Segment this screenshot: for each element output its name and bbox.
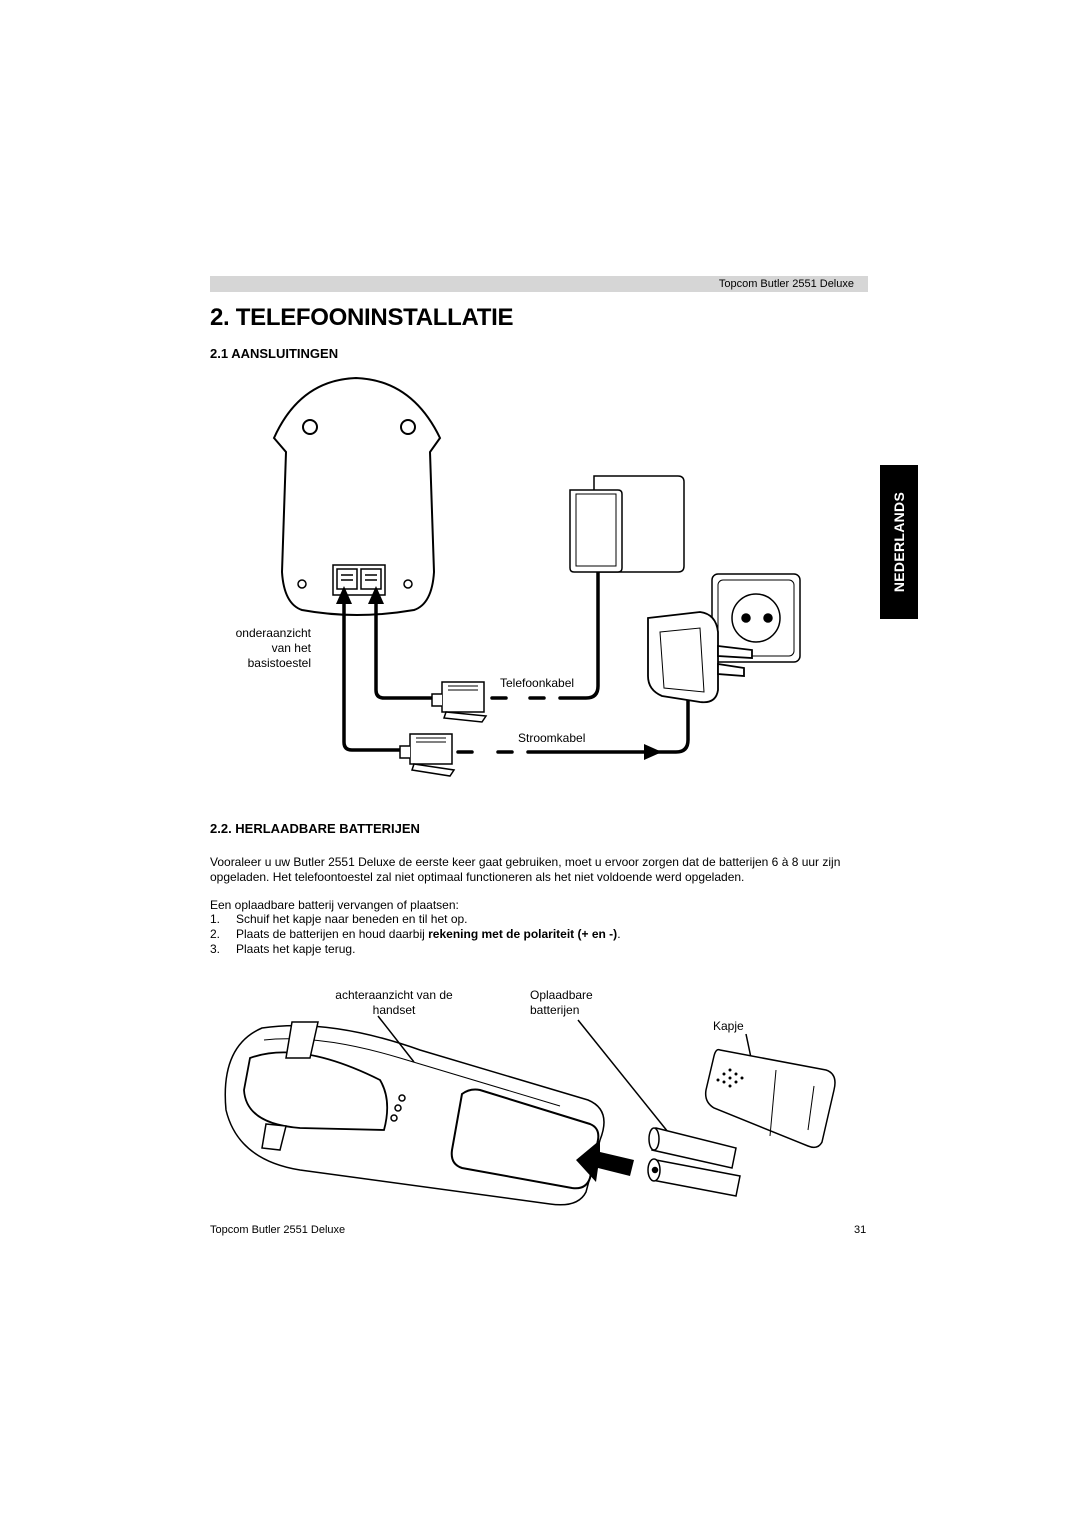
battery-cells	[647, 1127, 741, 1197]
label-bottom-view-line-2: van het	[271, 641, 311, 655]
connection-diagram	[272, 376, 801, 777]
section-heading-batteries: 2.2. HERLAADBARE BATTERIJEN	[210, 821, 420, 836]
steps-list: 1. Schuif het kapje naar beneden en til h…	[210, 912, 621, 957]
step-text: Plaats de batterijen en houd daarbij	[236, 927, 429, 941]
label-cover: Kapje	[713, 1019, 744, 1033]
phone-cable-to-adapter	[558, 568, 600, 700]
contact	[394, 1104, 402, 1112]
label-back-view: achteraanzicht van de handset	[330, 988, 458, 1018]
section-heading-connections: 2.1 AANSLUITINGEN	[210, 346, 339, 361]
base-station-outline	[272, 376, 442, 616]
label-batteries: Oplaadbare batterijen	[530, 988, 593, 1018]
handset-illustration	[224, 1015, 836, 1206]
battery-compartment	[450, 1088, 600, 1190]
label-batteries-line-1: Oplaadbare	[530, 988, 593, 1002]
list-item: 1. Schuif het kapje naar beneden en til h…	[210, 912, 621, 927]
language-tab: NEDERLANDS	[880, 465, 918, 619]
power-adapter	[647, 611, 753, 704]
page-number: 31	[854, 1224, 867, 1236]
power-outlet	[711, 573, 801, 663]
step-text-bold: rekening met de polariteit (+ en -)	[428, 927, 618, 941]
label-back-view-line-1: achteraanzicht van de	[335, 988, 453, 1002]
page-title: 2. TELEFOONINSTALLATIE	[210, 304, 514, 331]
power-cable-line	[342, 598, 412, 752]
label-bottom-view-line-3: basistoestel	[247, 656, 311, 670]
label-bottom-view-line-1: onderaanzicht	[235, 626, 311, 640]
arrow-up-right	[368, 586, 384, 604]
contact	[390, 1114, 398, 1122]
list-item: 2. Plaats de batterijen en houd daarbij r…	[210, 927, 621, 942]
battery-cover	[704, 1048, 836, 1149]
step-number: 3.	[210, 942, 221, 956]
label-power-cable: Stroomkabel	[518, 731, 586, 745]
step-number: 2.	[210, 927, 221, 941]
insert-arrow	[576, 1140, 634, 1182]
arrow-up-left	[336, 586, 352, 604]
language-tab-label: NEDERLANDS	[891, 491, 907, 593]
label-batteries-line-2: batterijen	[530, 1003, 580, 1017]
footer-product-name: Topcom Butler 2551 Deluxe	[210, 1224, 346, 1236]
list-item: 3. Plaats het kapje terug.	[210, 942, 621, 957]
mount-hole-left	[302, 419, 318, 435]
phone-cable-line	[374, 598, 444, 700]
mount-hole-right	[400, 419, 416, 435]
screw-right	[403, 579, 413, 589]
step-number: 1.	[210, 912, 221, 926]
step-text: Schuif het kapje naar beneden en til het…	[236, 912, 468, 926]
header-bar: Topcom Butler 2551 Deluxe	[210, 276, 868, 292]
power-cable-to-adapter	[526, 688, 690, 754]
screw-left	[297, 579, 307, 589]
phone-plug	[431, 681, 488, 723]
power-plug	[399, 733, 456, 777]
intro-paragraph: Vooraleer u uw Butler 2551 Deluxe de eer…	[210, 855, 841, 884]
step-text: Plaats het kapje terug.	[236, 942, 356, 956]
label-back-view-line-2: handset	[372, 1003, 416, 1017]
wall-jack-box	[569, 475, 685, 573]
header-product-name: Topcom Butler 2551 Deluxe	[718, 278, 854, 290]
step-text-tail: .	[617, 927, 621, 941]
label-phone-cable: Telefoonkabel	[500, 676, 575, 690]
contact	[398, 1094, 406, 1102]
steps-intro: Een oplaadbare batterij vervangen of pla…	[210, 898, 459, 912]
base-jacks	[332, 564, 386, 596]
label-bottom-view: onderaanzicht van het basistoestel	[228, 626, 311, 671]
arrow-right-power	[644, 744, 662, 760]
